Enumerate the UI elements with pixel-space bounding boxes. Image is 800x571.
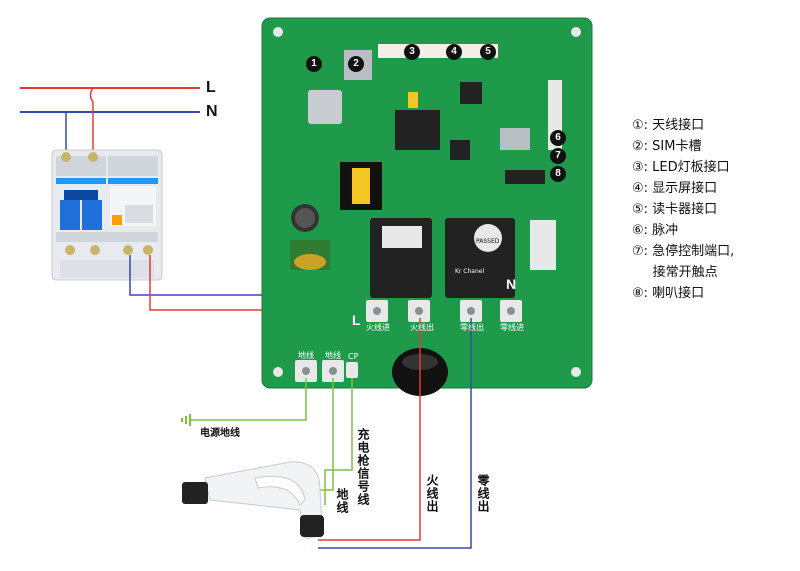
relay-brand-label: Kr Chanel [455, 268, 485, 275]
charging-gun [182, 461, 324, 539]
earth-wire [190, 378, 307, 421]
earth-wire-label: 电源地线 [200, 428, 240, 439]
signal-wire [324, 378, 353, 505]
legend-item: 接常开触点 [632, 265, 718, 280]
board-N-label: N [506, 276, 517, 292]
legend: ①: 天线接口 ②: SIM卡槽 ③: LED灯板接口 ④: 显示屏接口 ⑤: … [632, 114, 734, 303]
terminal-neutral-in-label: 零线进 [500, 323, 524, 332]
legend-item: ④: 显示屏接口 [632, 181, 718, 196]
ground-terminal-label-2: 地线 [325, 351, 341, 360]
live-bus-label: L [206, 79, 216, 96]
marker-3: 3 [404, 44, 420, 60]
legend-item: ⑧: 喇叭接口 [632, 286, 705, 301]
ground-terminal-label-1: 地线 [298, 351, 314, 360]
neutral-bus-label: N [206, 103, 218, 120]
terminal-live-in-label: 火线进 [366, 323, 390, 332]
live-out-wire [318, 318, 421, 541]
legend-item: ②: SIM卡槽 [632, 139, 702, 154]
marker-5: 5 [480, 44, 496, 60]
live-drop-wire [89, 87, 94, 155]
marker-6: 6 [550, 130, 566, 146]
ground-wire-label: 地线 [335, 488, 349, 514]
earth-ground-icon [181, 414, 191, 426]
marker-2: 2 [348, 56, 364, 72]
marker-7: 7 [550, 148, 566, 164]
neutral-out-wire [318, 318, 472, 549]
cp-label: CP [348, 352, 359, 361]
marker-1: 1 [306, 56, 322, 72]
board-L-label: L [352, 312, 361, 328]
terminal-live-out-label: 火线出 [410, 323, 434, 332]
signal-wire-label: 充电枪信号线 [356, 428, 370, 506]
passed-stamp-label: PASSED [476, 238, 500, 245]
legend-item: ③: LED灯板接口 [632, 160, 730, 175]
neutral-out-wire-label: 零线出 [476, 474, 490, 513]
legend-item: ⑤: 读卡器接口 [632, 202, 718, 217]
marker-8: 8 [550, 166, 566, 182]
marker-4: 4 [446, 44, 462, 60]
legend-item: ⑥: 脉冲 [632, 223, 679, 238]
terminal-neutral-out-label: 零线出 [460, 323, 484, 332]
legend-item: ①: 天线接口 [632, 118, 705, 133]
live-out-wire-label: 火线出 [425, 474, 439, 513]
circuit-breaker [51, 149, 163, 281]
legend-item: ⑦: 急停控制端口, [632, 244, 735, 259]
